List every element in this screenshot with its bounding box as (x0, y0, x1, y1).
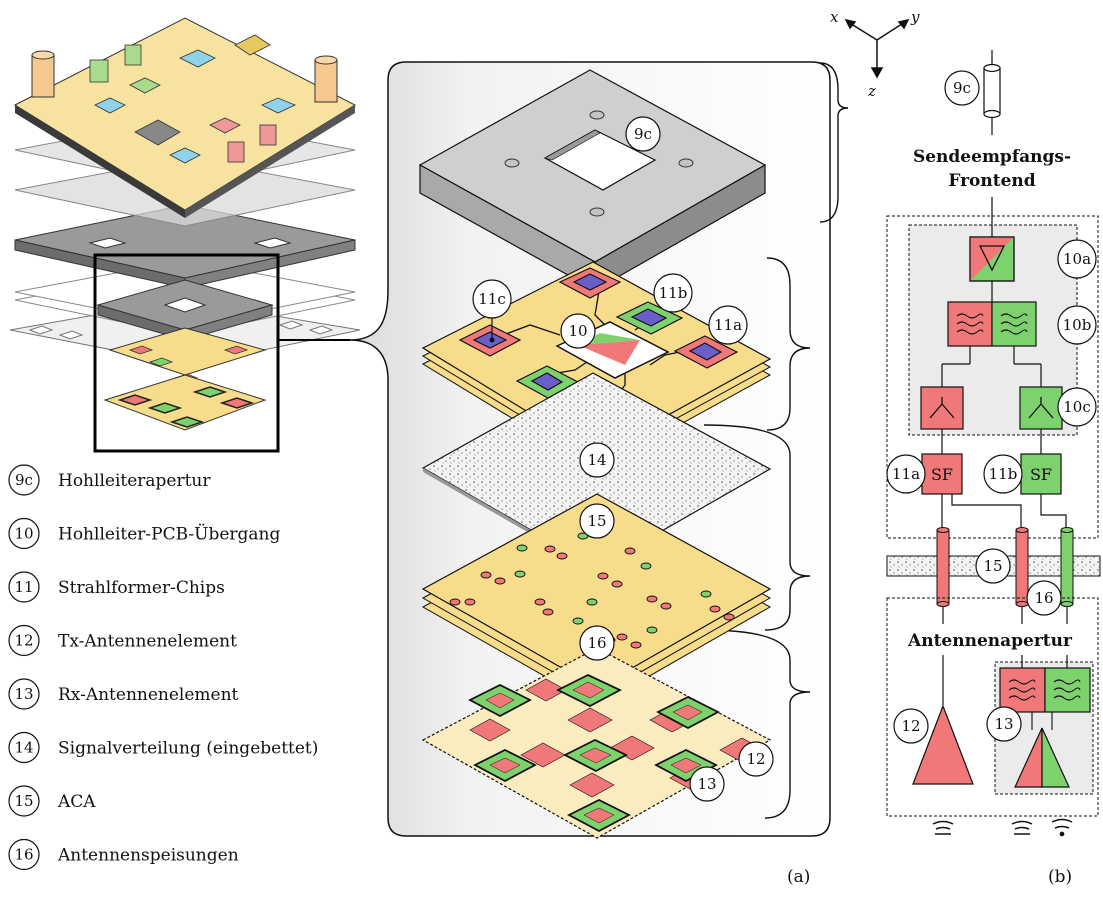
block-callout-10b: 10b (1063, 316, 1092, 334)
legend: 9c Hohlleiterapertur 10 Hohlleiter-PCB-Über… (8, 464, 318, 871)
callout-14: 14 (587, 451, 606, 469)
callout-11c: 11c (478, 290, 506, 308)
callout-11b: 11b (659, 284, 688, 302)
callout-11a: 11a (714, 316, 742, 334)
callout-12: 12 (746, 750, 765, 768)
legend-badge (8, 571, 40, 603)
legend-number: 10 (14, 525, 33, 543)
callout-15-circle (579, 503, 615, 539)
block-callout-15: 15 (983, 557, 1002, 575)
block-callout-13: 13 (994, 715, 1013, 733)
legend-badge (8, 731, 40, 764)
axis-x-label: x (830, 8, 839, 26)
legend-label: Antennenspeisungen (57, 846, 239, 866)
legend-number: 12 (14, 632, 33, 650)
callout-11c-circle (472, 279, 512, 319)
block-diagram (844, 18, 1101, 837)
panel-label-b: (b) (1048, 867, 1072, 887)
legend-badge (8, 678, 40, 710)
braces (703, 62, 849, 819)
legend-label: Rx-Antennenelement (58, 685, 239, 705)
callout-9c-circle (625, 116, 661, 152)
callout-10: 10 (568, 322, 587, 340)
legend-label: Strahlformer-Chips (58, 578, 225, 598)
legend-badge (8, 624, 40, 657)
legend-label: ACA (57, 792, 96, 812)
sf-label-rx: SF (1030, 465, 1052, 484)
legend-number: 15 (14, 792, 33, 810)
axis-z-label: z (867, 82, 876, 100)
frontend-label-line2: Frontend (948, 171, 1035, 191)
overview-stack (9, 17, 361, 453)
callout-13: 13 (697, 775, 716, 793)
frontend-label-line1: Sendeempfangs- (913, 147, 1071, 167)
callout-12-circle (738, 741, 774, 777)
panel-label-a: (a) (787, 867, 810, 887)
legend-label: Signalverteilung (eingebettet) (58, 739, 318, 759)
legend-number: 11 (14, 578, 33, 596)
legend-number: 14 (14, 739, 33, 757)
callout-16: 16 (587, 634, 606, 652)
sf-label-tx: SF (931, 465, 953, 484)
block-callout-12: 12 (901, 717, 920, 735)
legend-badge (8, 517, 40, 550)
antenna-element-layer (421, 647, 772, 839)
legend-label: Tx-Antennenelement (58, 632, 237, 652)
callout-13-circle (689, 766, 725, 802)
legend-number: 9c (15, 471, 33, 489)
antenna-feed-pcb (421, 493, 772, 707)
callout-9c: 9c (634, 125, 652, 143)
antenna-aperture-label: Antennenapertur (907, 631, 1073, 651)
legend-label: Hohlleiterapertur (58, 471, 211, 491)
block-callout-9c: 9c (953, 79, 971, 97)
axis-y-label: y (910, 8, 920, 26)
callout-16-circle (579, 625, 615, 661)
block-callout-11a: 11a (892, 465, 920, 483)
block-callout-11b: 11b (989, 465, 1018, 483)
legend-label: Hohlleiter-PCB-Übergang (58, 524, 281, 545)
block-callout-10a: 10a (1063, 250, 1091, 268)
legend-badge (8, 785, 40, 817)
legend-number: 16 (14, 846, 33, 864)
callout-11b-circle (653, 273, 693, 313)
legend-badge (8, 464, 40, 496)
block-callout-10c: 10c (1063, 398, 1091, 416)
callout-15: 15 (587, 512, 606, 530)
callout-14-circle (579, 442, 615, 478)
callout-10-circle (560, 313, 596, 349)
legend-badge (8, 838, 40, 871)
axis-labels: x y z (830, 8, 920, 100)
legend-number: 13 (14, 685, 33, 703)
exploded-callouts: 9c 11c 10 11b 11a 14 15 16 12 13 (472, 116, 774, 802)
block-callout-16: 16 (1034, 589, 1053, 607)
callout-11a-circle (708, 305, 748, 345)
block-callouts: 9c Sendeempfangs- Frontend 10a 10b 10c 1… (886, 70, 1097, 744)
